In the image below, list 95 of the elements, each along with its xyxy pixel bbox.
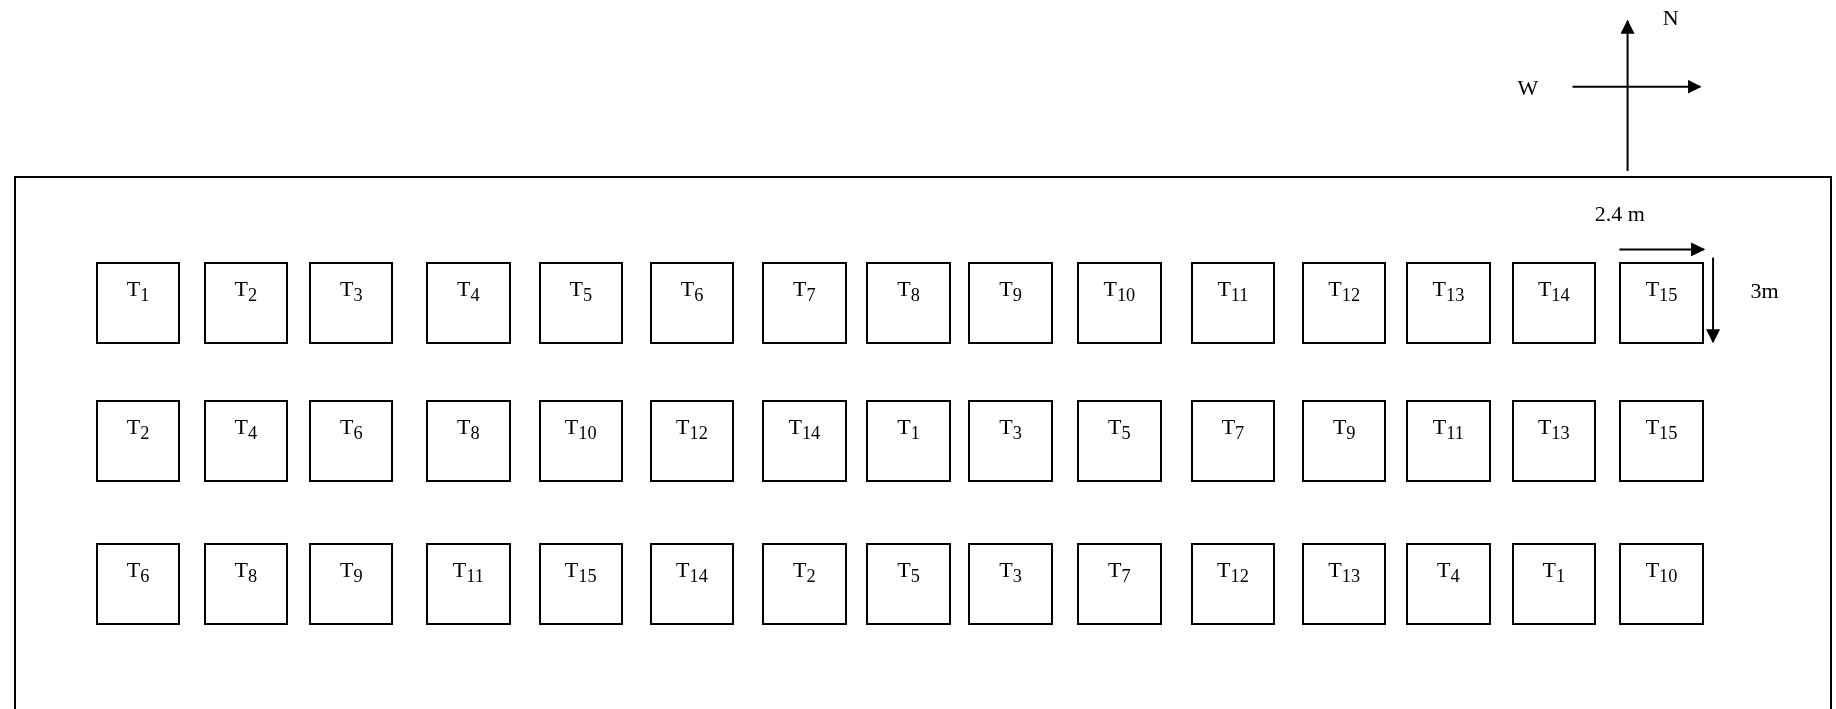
- plot-box: [1077, 543, 1162, 626]
- plot-box: [1190, 543, 1276, 626]
- treatment-label: T$_{9}$: [1331, 414, 1357, 445]
- treatment-label: T$_{14}$: [1536, 276, 1571, 307]
- plot-box: [538, 543, 623, 626]
- treatment-label: T$_{13}$: [1327, 557, 1362, 588]
- treatment-label: T$_{6}$: [338, 414, 364, 445]
- treatment-label: T$_{3}$: [998, 414, 1023, 445]
- treatment-label: T$_{5}$: [568, 276, 594, 307]
- plot-box: [96, 262, 181, 345]
- plot-box: [1190, 400, 1276, 483]
- treatment-label: T$_{12}$: [1216, 557, 1250, 588]
- treatment-label: T$_{13}$: [1431, 276, 1466, 307]
- treatment-label: T$_{13}$: [1536, 414, 1571, 445]
- treatment-label: T$_{11}$: [451, 557, 485, 588]
- plot-box: [203, 262, 289, 345]
- plot-box: [1406, 543, 1491, 626]
- treatment-label: T$_{8}$: [233, 557, 259, 588]
- plot-box: [1077, 400, 1162, 483]
- plot-box: [1511, 400, 1596, 483]
- plot-box: [309, 400, 394, 483]
- plot-box: [866, 543, 951, 626]
- treatment-label: T$_{1}$: [1541, 557, 1567, 588]
- plot-box: [309, 262, 394, 345]
- treatment-label: T$_{7}$: [1107, 557, 1132, 588]
- treatment-label: T$_{6}$: [679, 276, 705, 307]
- plot-box: [1077, 262, 1162, 345]
- treatment-label: T$_{11}$: [1216, 276, 1250, 307]
- plot-box: [1406, 262, 1491, 345]
- treatment-label: T$_{4}$: [233, 414, 259, 445]
- plot-box: [1619, 262, 1704, 345]
- treatment-label: T$_{7}$: [792, 276, 817, 307]
- treatment-label: T$_{9}$: [338, 557, 364, 588]
- treatment-label: T$_{7}$: [1220, 414, 1246, 445]
- treatment-label: T$_{1}$: [896, 414, 921, 445]
- treatment-label: T$_{5}$: [896, 557, 921, 588]
- plot-box: [649, 262, 735, 345]
- treatment-label: T$_{11}$: [1431, 414, 1465, 445]
- plot-box: [96, 543, 181, 626]
- plot-box: [1302, 543, 1387, 626]
- plot-box: [762, 400, 847, 483]
- plot-box: [1511, 262, 1596, 345]
- plot-box: [426, 262, 511, 345]
- plot-box: [426, 543, 511, 626]
- plot-box: [866, 262, 951, 345]
- plot-box: [1190, 262, 1276, 345]
- treatment-label: T$_{6}$: [125, 557, 151, 588]
- plot-box: [309, 543, 394, 626]
- plot-box: [649, 543, 735, 626]
- plot-box: [968, 400, 1053, 483]
- treatment-label: T$_{10}$: [1102, 276, 1137, 307]
- treatment-label: T$_{14}$: [787, 414, 822, 445]
- treatment-label: T$_{8}$: [456, 414, 481, 445]
- treatment-label: T$_{2}$: [125, 414, 151, 445]
- treatment-label: T$_{4}$: [456, 276, 481, 307]
- treatment-label: T$_{15}$: [1644, 414, 1679, 445]
- dimension-label: 3m: [1750, 277, 1779, 304]
- plot-box: [1619, 543, 1704, 626]
- plot-box: [426, 400, 511, 483]
- treatment-label: T$_{3}$: [998, 557, 1023, 588]
- compass-label: N: [1662, 4, 1679, 31]
- plot-box: [203, 400, 289, 483]
- plot-box: [1406, 400, 1491, 483]
- plot-box: [762, 262, 847, 345]
- plot-box: [1619, 400, 1704, 483]
- treatment-label: T$_{4}$: [1436, 557, 1461, 588]
- treatment-label: T$_{2}$: [233, 276, 259, 307]
- plot-box: [1302, 400, 1387, 483]
- dimension-label: 2.4 m: [1594, 201, 1645, 228]
- plot-box: [538, 262, 623, 345]
- treatment-label: T$_{10}$: [563, 414, 598, 445]
- treatment-label: T$_{15}$: [563, 557, 598, 588]
- plot-box: [203, 543, 289, 626]
- treatment-label: T$_{2}$: [792, 557, 817, 588]
- plot-box: [538, 400, 623, 483]
- plot-box: [968, 543, 1053, 626]
- plot-box: [1302, 262, 1387, 345]
- plot-box: [866, 400, 951, 483]
- treatment-label: T$_{15}$: [1644, 276, 1679, 307]
- treatment-label: T$_{12}$: [1327, 276, 1362, 307]
- compass-label: W: [1517, 74, 1539, 101]
- plot-box: [1511, 543, 1596, 626]
- treatment-label: T$_{5}$: [1107, 414, 1132, 445]
- treatment-label: T$_{9}$: [998, 276, 1023, 307]
- treatment-label: T$_{1}$: [125, 276, 151, 307]
- treatment-label: T$_{10}$: [1644, 557, 1679, 588]
- treatment-label: T$_{12}$: [675, 414, 709, 445]
- plot-box: [649, 400, 735, 483]
- treatment-label: T$_{3}$: [338, 276, 364, 307]
- field-boundary: [14, 175, 1833, 709]
- plot-box: [762, 543, 847, 626]
- plot-box: [96, 400, 181, 483]
- treatment-label: T$_{14}$: [675, 557, 709, 588]
- treatment-label: T$_{8}$: [896, 276, 921, 307]
- plot-box: [968, 262, 1053, 345]
